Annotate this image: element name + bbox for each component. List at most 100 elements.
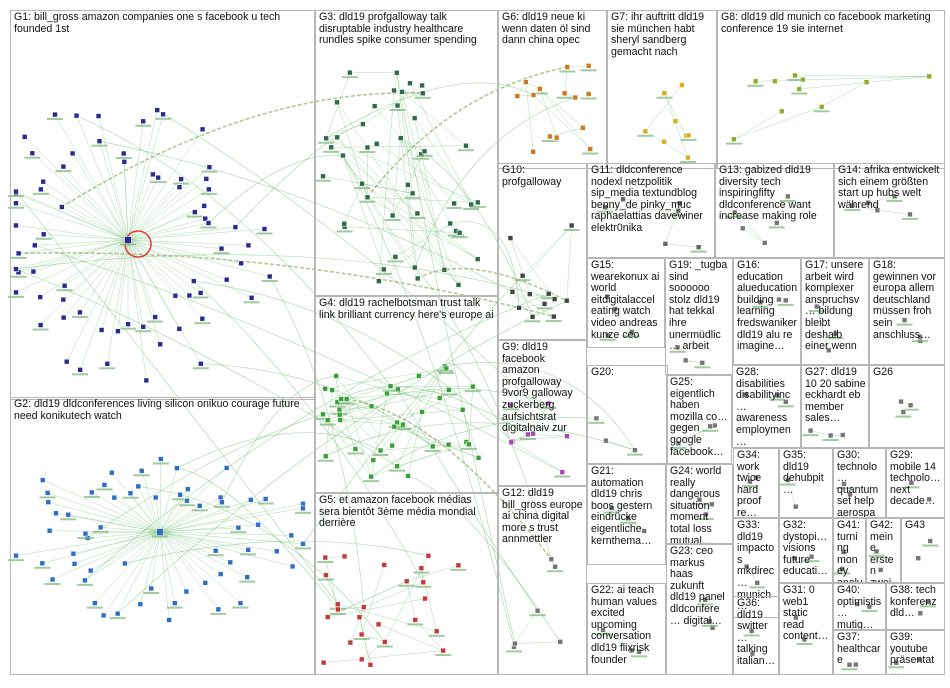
- node-avatar[interactable]: [320, 659, 327, 666]
- node-avatar[interactable]: [782, 297, 789, 304]
- node-avatar[interactable]: [466, 441, 472, 448]
- node-avatar[interactable]: [73, 112, 80, 119]
- node-avatar[interactable]: [585, 63, 592, 69]
- node-avatar[interactable]: [628, 647, 635, 654]
- node-avatar[interactable]: [405, 473, 411, 479]
- node-avatar[interactable]: [53, 510, 59, 517]
- node-avatar[interactable]: [685, 154, 691, 161]
- node-avatar[interactable]: [384, 390, 390, 397]
- node-avatar[interactable]: [557, 639, 563, 645]
- node-avatar[interactable]: [791, 555, 798, 562]
- node-avatar[interactable]: [399, 89, 405, 95]
- node-avatar[interactable]: [160, 111, 166, 118]
- node-avatar[interactable]: [266, 273, 273, 280]
- node-avatar[interactable]: [206, 186, 212, 193]
- node-avatar[interactable]: [322, 554, 329, 561]
- node-avatar[interactable]: [152, 314, 158, 320]
- node-avatar[interactable]: [227, 559, 234, 566]
- node-avatar[interactable]: [394, 102, 401, 109]
- node-avatar[interactable]: [245, 547, 252, 553]
- node-avatar[interactable]: [38, 186, 44, 193]
- node-avatar[interactable]: [526, 291, 533, 297]
- node-avatar[interactable]: [373, 141, 380, 147]
- node-avatar[interactable]: [411, 115, 418, 121]
- node-avatar[interactable]: [87, 567, 94, 574]
- node-avatar[interactable]: [137, 601, 144, 607]
- node-avatar[interactable]: [839, 432, 846, 438]
- node-avatar[interactable]: [122, 560, 128, 567]
- node-avatar[interactable]: [636, 649, 642, 655]
- node-avatar[interactable]: [356, 614, 363, 621]
- node-avatar[interactable]: [661, 90, 668, 97]
- node-avatar[interactable]: [370, 457, 377, 463]
- node-avatar[interactable]: [662, 241, 669, 247]
- node-avatar[interactable]: [13, 222, 19, 229]
- node-avatar[interactable]: [202, 580, 209, 586]
- node-avatar[interactable]: [530, 92, 537, 98]
- node-avatar[interactable]: [341, 220, 348, 227]
- node-avatar[interactable]: [916, 656, 922, 663]
- node-avatar[interactable]: [625, 515, 631, 522]
- node-avatar[interactable]: [394, 69, 400, 76]
- node-avatar[interactable]: [877, 567, 884, 573]
- node-avatar[interactable]: [443, 365, 450, 372]
- node-avatar[interactable]: [908, 480, 915, 486]
- node-avatar[interactable]: [223, 465, 230, 471]
- node-avatar[interactable]: [192, 209, 198, 215]
- node-avatar[interactable]: [219, 499, 225, 506]
- node-avatar[interactable]: [572, 94, 579, 101]
- node-avatar[interactable]: [217, 571, 224, 577]
- node-avatar[interactable]: [190, 278, 197, 284]
- node-avatar[interactable]: [425, 553, 432, 559]
- node-avatar[interactable]: [375, 621, 382, 628]
- node-avatar[interactable]: [552, 563, 558, 570]
- node-avatar[interactable]: [743, 391, 749, 398]
- node-avatar[interactable]: [95, 113, 102, 119]
- node-avatar[interactable]: [361, 604, 367, 610]
- node-avatar[interactable]: [682, 357, 689, 364]
- node-avatar[interactable]: [60, 296, 67, 303]
- node-avatar[interactable]: [585, 91, 592, 97]
- node-avatar[interactable]: [459, 406, 466, 413]
- node-avatar[interactable]: [172, 292, 179, 299]
- node-avatar[interactable]: [212, 547, 219, 554]
- node-avatar[interactable]: [155, 174, 161, 181]
- node-avatar[interactable]: [125, 321, 131, 327]
- node-avatar[interactable]: [329, 387, 335, 393]
- node-avatar[interactable]: [245, 242, 252, 249]
- node-avatar[interactable]: [695, 244, 702, 250]
- node-avatar[interactable]: [223, 276, 230, 283]
- node-avatar[interactable]: [121, 159, 128, 165]
- node-avatar[interactable]: [381, 562, 388, 568]
- node-avatar[interactable]: [926, 73, 933, 80]
- node-avatar[interactable]: [416, 373, 422, 379]
- node-avatar[interactable]: [152, 494, 159, 501]
- node-avatar[interactable]: [367, 662, 374, 668]
- node-avatar[interactable]: [604, 293, 610, 300]
- node-avatar[interactable]: [620, 196, 626, 203]
- node-avatar[interactable]: [545, 400, 552, 407]
- node-avatar[interactable]: [702, 597, 708, 603]
- node-avatar[interactable]: [52, 111, 58, 118]
- node-avatar[interactable]: [320, 411, 326, 418]
- node-avatar[interactable]: [82, 530, 89, 537]
- node-avatar[interactable]: [747, 478, 753, 485]
- node-avatar[interactable]: [237, 600, 244, 606]
- node-avatar[interactable]: [411, 264, 418, 271]
- node-avatar[interactable]: [44, 490, 51, 496]
- node-avatar[interactable]: [445, 387, 452, 393]
- node-avatar[interactable]: [587, 146, 594, 152]
- node-avatar[interactable]: [335, 606, 341, 613]
- node-avatar[interactable]: [328, 144, 335, 151]
- node-avatar[interactable]: [420, 579, 427, 586]
- node-avatar[interactable]: [364, 194, 371, 201]
- node-avatar[interactable]: [13, 289, 19, 296]
- node-avatar[interactable]: [754, 580, 761, 586]
- node-avatar[interactable]: [360, 121, 366, 127]
- node-avatar[interactable]: [183, 588, 190, 595]
- node-avatar[interactable]: [674, 344, 681, 351]
- node-avatar[interactable]: [451, 200, 457, 207]
- node-avatar[interactable]: [98, 327, 105, 333]
- node-avatar[interactable]: [825, 347, 832, 354]
- node-avatar[interactable]: [177, 491, 183, 498]
